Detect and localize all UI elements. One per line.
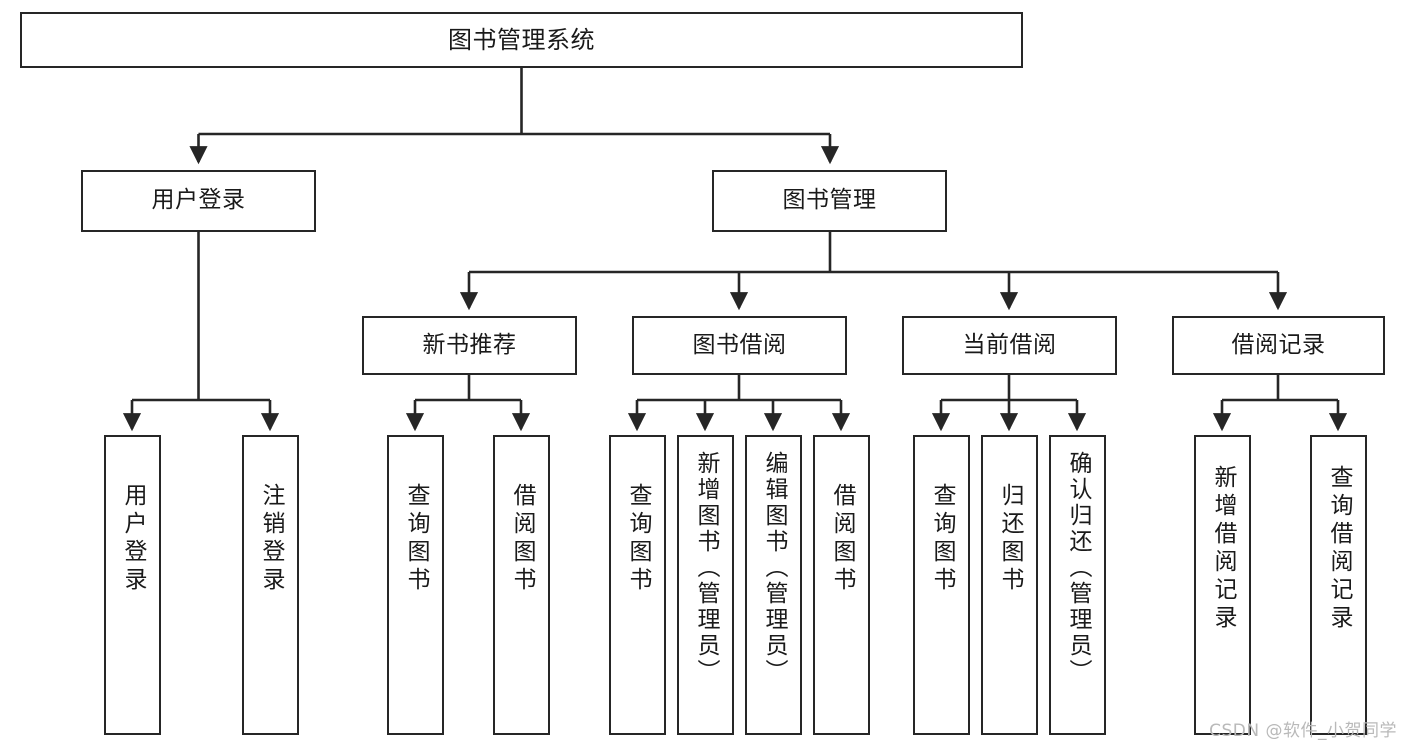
node-label: 新增借阅记录 <box>1210 465 1236 633</box>
node-borrow-record[interactable]: 借阅记录 <box>1172 316 1385 375</box>
node-label: 归还图书 <box>997 483 1023 595</box>
node-current-borrow[interactable]: 当前借阅 <box>902 316 1117 375</box>
node-label: 新增图书（管理员） <box>693 451 719 685</box>
node-user-login[interactable]: 用户登录 <box>81 170 316 232</box>
leaf-user-login-logout[interactable]: 注销登录 <box>242 435 299 735</box>
node-label: 借阅图书 <box>509 483 535 595</box>
node-label: 图书借阅 <box>692 331 787 358</box>
leaf-book-borrow-edit-book-admin[interactable]: 编辑图书（管理员） <box>745 435 802 735</box>
node-label: 新书推荐 <box>422 331 517 358</box>
node-label: 查询图书 <box>929 483 955 595</box>
node-label: 图书管理系统 <box>448 25 595 54</box>
leaf-book-borrow-add-book-admin[interactable]: 新增图书（管理员） <box>677 435 734 735</box>
node-label: 用户登录 <box>120 483 146 595</box>
leaf-user-login-user-login[interactable]: 用户登录 <box>104 435 161 735</box>
node-label: 查询图书 <box>403 483 429 595</box>
leaf-new-book-query-book[interactable]: 查询图书 <box>387 435 444 735</box>
node-label: 注销登录 <box>258 483 284 595</box>
node-label: 用户登录 <box>151 187 246 214</box>
leaf-new-book-borrow-book[interactable]: 借阅图书 <box>493 435 550 735</box>
node-label: 借阅图书 <box>829 483 855 595</box>
leaf-current-borrow-query-book[interactable]: 查询图书 <box>913 435 970 735</box>
node-label: 借阅记录 <box>1231 331 1326 358</box>
node-book-management[interactable]: 图书管理 <box>712 170 947 232</box>
node-label: 当前借阅 <box>962 331 1057 358</box>
leaf-current-borrow-return-book[interactable]: 归还图书 <box>981 435 1038 735</box>
node-book-borrow[interactable]: 图书借阅 <box>632 316 847 375</box>
csdn-watermark: CSDN @软件_小贺同学 <box>1209 721 1397 741</box>
node-label: 编辑图书（管理员） <box>761 451 787 685</box>
node-label: 图书管理 <box>782 187 877 214</box>
node-label: 确认归还（管理员） <box>1065 451 1091 685</box>
leaf-borrow-record-query-record[interactable]: 查询借阅记录 <box>1310 435 1367 735</box>
leaf-book-borrow-query-book[interactable]: 查询图书 <box>609 435 666 735</box>
node-new-book-recommend[interactable]: 新书推荐 <box>362 316 577 375</box>
leaf-current-borrow-confirm-return-admin[interactable]: 确认归还（管理员） <box>1049 435 1106 735</box>
node-root-book-management-system[interactable]: 图书管理系统 <box>20 12 1023 68</box>
leaf-borrow-record-add-record[interactable]: 新增借阅记录 <box>1194 435 1251 735</box>
node-label: 查询图书 <box>625 483 651 595</box>
leaf-book-borrow-borrow-book[interactable]: 借阅图书 <box>813 435 870 735</box>
node-label: 查询借阅记录 <box>1326 465 1352 633</box>
